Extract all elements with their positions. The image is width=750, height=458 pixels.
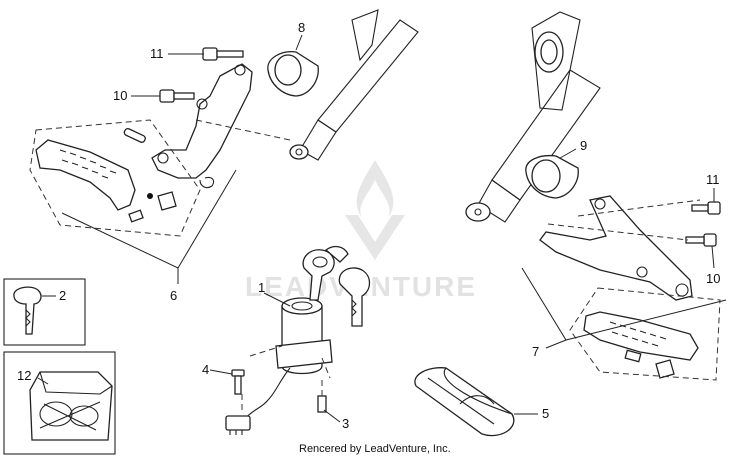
box-2 (3, 278, 86, 346)
callout-8: 8 (298, 20, 305, 35)
leader-10-right (711, 245, 715, 269)
leader-3 (323, 409, 341, 423)
right-peg-group-outline (569, 287, 721, 381)
spring-left (128, 209, 144, 223)
spring-right (624, 349, 642, 363)
right-frame-tube (465, 11, 601, 223)
callout-7: 7 (532, 344, 539, 359)
bolt-10-left (159, 89, 195, 103)
leader-4 (209, 369, 233, 375)
pouch-5 (414, 367, 515, 437)
callout-4: 4 (202, 362, 209, 377)
bolt-11-left (202, 47, 244, 61)
callout-2: 2 (59, 288, 66, 303)
key-2 (13, 286, 42, 335)
clamp-9 (525, 154, 579, 199)
bolt-10-right (685, 233, 717, 247)
key-ring (324, 245, 349, 263)
callout-11-left: 11 (150, 46, 164, 61)
leadventure-watermark-logo (345, 160, 405, 260)
callout-10-right: 10 (706, 271, 720, 286)
leader-12 (37, 377, 49, 385)
clamp-8 (267, 51, 319, 97)
callout-3: 3 (342, 416, 349, 431)
box-12 (3, 351, 116, 455)
callout-12: 12 (17, 368, 31, 383)
callout-1: 1 (258, 280, 265, 295)
right-footrest-bracket (539, 195, 693, 301)
dash-right-1 (577, 199, 701, 217)
callout-11-right: 11 (706, 172, 720, 187)
ignition-switch (225, 297, 333, 435)
leader-1 (263, 292, 291, 307)
right-footpeg (583, 311, 699, 361)
ball-left (147, 193, 153, 199)
dash-bracket-frame (195, 119, 291, 141)
group-line-6 (61, 169, 237, 269)
key-b (338, 267, 371, 327)
bolt-11-right (691, 201, 721, 215)
callout-6: 6 (170, 288, 177, 303)
credit-text: Rencered by LeadVenture, Inc. (299, 443, 451, 455)
left-frame-tube (289, 9, 419, 161)
block-left (157, 191, 177, 211)
left-footpeg (35, 139, 136, 211)
screw-4 (231, 369, 245, 395)
toolkit-12 (29, 371, 113, 441)
left-peg-group-outline (29, 119, 201, 237)
left-footrest-bracket (151, 63, 253, 189)
pin-left (123, 127, 146, 143)
block-right (655, 359, 675, 379)
leader-9 (559, 148, 577, 159)
leader-8 (295, 34, 303, 51)
pin-3 (317, 395, 327, 413)
callout-10-left: 10 (113, 88, 127, 103)
ignition-dashes (241, 345, 331, 410)
dash-right-2 (547, 223, 689, 241)
callout-9: 9 (580, 138, 587, 153)
leader-7 (545, 339, 567, 349)
callout-5: 5 (542, 406, 549, 421)
